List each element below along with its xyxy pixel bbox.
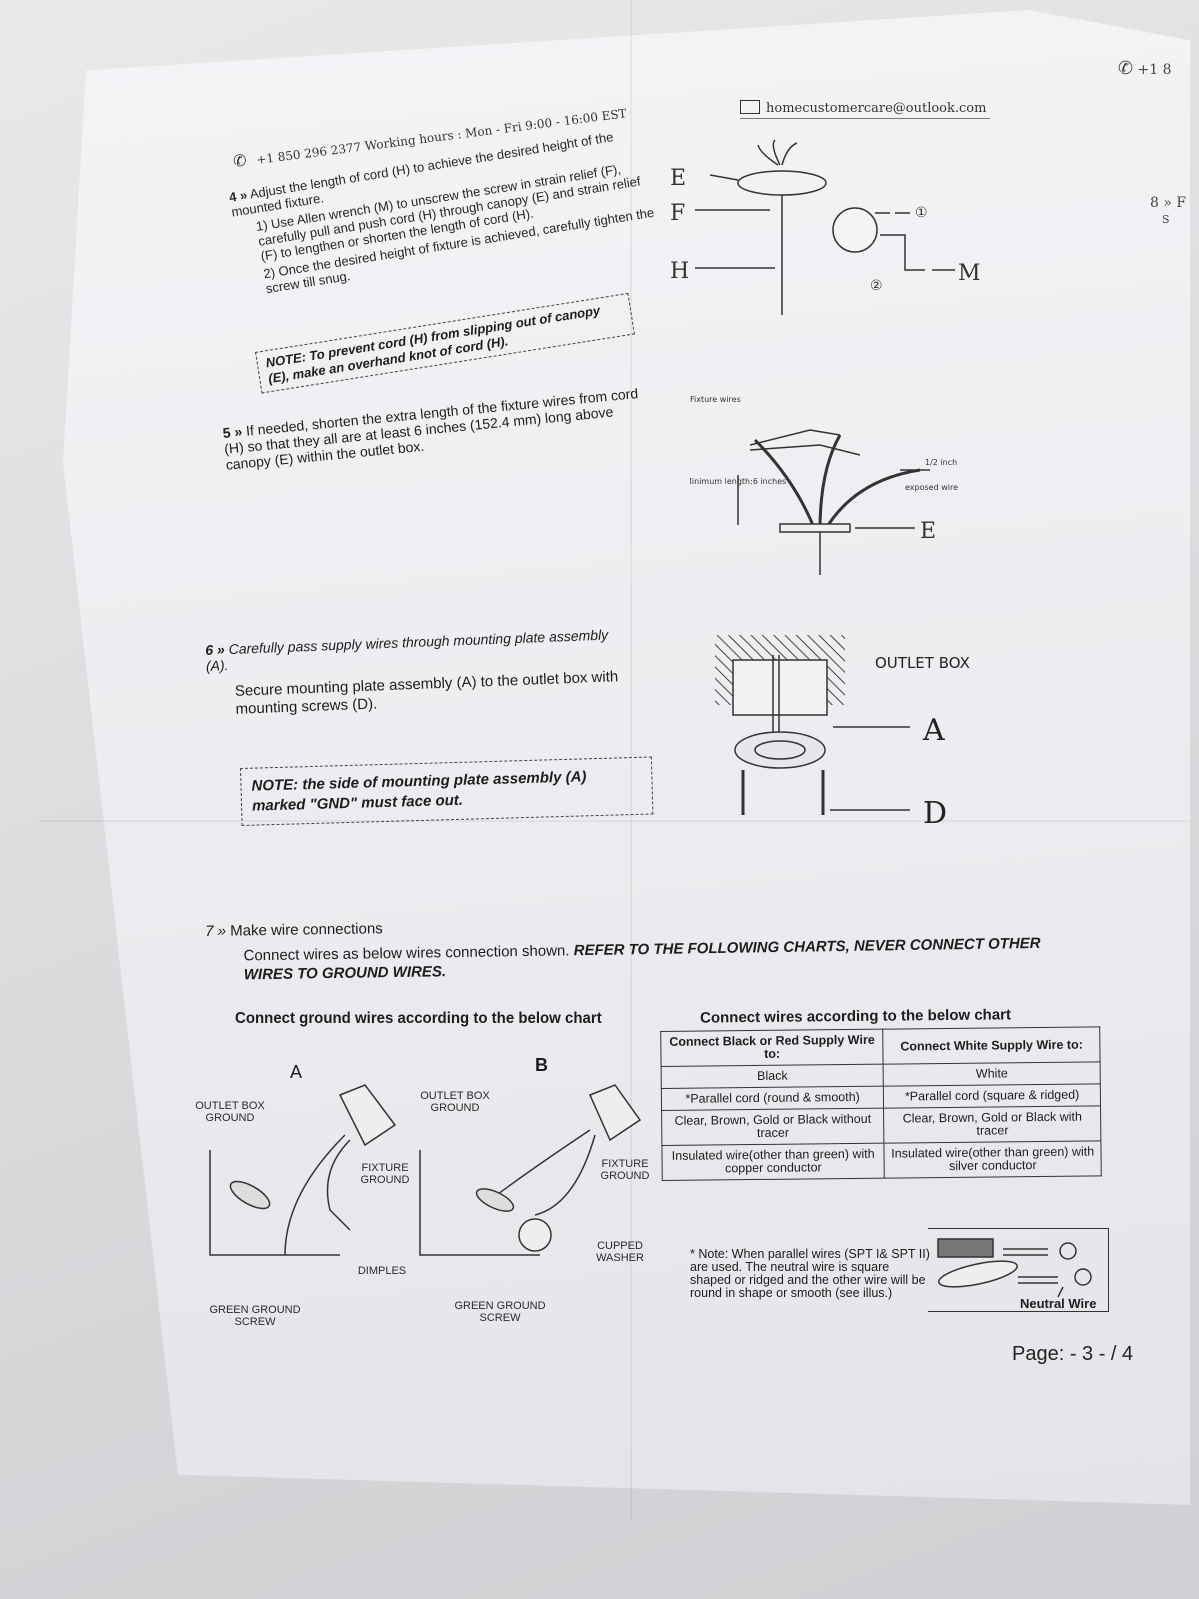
header-white: Connect White Supply Wire to: — [883, 1026, 1101, 1065]
label-outlet-box: OUTLET BOX — [875, 654, 970, 672]
wire-table: Connect Black or Red Supply Wire to: Con… — [660, 1026, 1102, 1181]
support-email: homecustomercare@outlook.com — [740, 100, 990, 119]
label-exposed-wire: exposed wire — [905, 483, 958, 492]
wire-chart-title: Connect wires according to the below cha… — [699, 1006, 1012, 1027]
leader-e — [709, 174, 739, 181]
mounting-plate-shape — [734, 731, 826, 769]
cell-white: Clear, Brown, Gold or Black with tracer — [883, 1105, 1101, 1144]
a-fixture-ground: FIXTURE GROUND — [360, 1162, 410, 1186]
wire-leads — [1003, 1248, 1058, 1284]
a-dimples: DIMPLES — [357, 1265, 407, 1277]
cell-black: Black — [661, 1064, 884, 1089]
label-e: E — [670, 166, 686, 191]
a-outlet-ground: OUTLET BOX GROUND — [195, 1100, 265, 1124]
edge-step: 8 » F — [1150, 195, 1187, 211]
wire-strands — [757, 139, 798, 166]
mounting-plate-hole — [754, 740, 806, 760]
table-row: Clear, Brown, Gold or Black without trac… — [661, 1105, 1101, 1146]
step-7-number: 7 » — [205, 922, 227, 940]
table-header-row: Connect Black or Red Supply Wire to: Con… — [660, 1026, 1101, 1067]
wire-stripper-tool — [749, 429, 861, 456]
paper-fold-horizontal — [40, 820, 1190, 822]
a-ground-wires — [284, 1134, 351, 1256]
step-5-number: 5 » — [222, 423, 243, 441]
b-cupped-washer: CUPPED WASHER — [596, 1240, 644, 1264]
cell-black: *Parallel cord (round & smooth) — [661, 1086, 884, 1111]
parallel-wire-note: * Note: When parallel wires (SPT I& SPT … — [690, 1247, 930, 1300]
label-e2: E — [920, 519, 936, 544]
fixture-wires-shape — [753, 434, 921, 531]
email-text: homecustomercare@outlook.com — [766, 101, 987, 116]
b-ground-screw — [475, 1188, 515, 1212]
parallel-wire-drawing — [937, 1238, 1092, 1298]
phone-icon: ✆ — [232, 150, 248, 171]
allen-wrench — [880, 234, 925, 271]
envelope-icon — [740, 100, 760, 114]
cell-black: Clear, Brown, Gold or Black without trac… — [661, 1108, 885, 1146]
canopy-edge — [779, 523, 851, 533]
wire-end-2 — [1074, 1268, 1092, 1286]
step-6-note: NOTE: the side of mounting plate assembl… — [240, 756, 654, 826]
ground-label-a: A — [290, 1062, 303, 1082]
cell-white: *Parallel cord (square & ridged) — [883, 1083, 1101, 1109]
step-7-sub-normal: Connect wires as below wires connection … — [243, 942, 574, 965]
wire-connection-chart: Connect wires according to the below cha… — [660, 1005, 1112, 1181]
page-number: Page: - 3 - / 4 — [1012, 1343, 1134, 1365]
label-f: F — [670, 201, 685, 226]
label-min-length: Minimum length:6 inches — [690, 477, 786, 486]
canopy-shape — [737, 170, 827, 196]
cell-black: Insulated wire(other than green) with co… — [661, 1143, 885, 1181]
b-cupped-washer-shape — [518, 1218, 552, 1252]
edge-phone-text: +1 8 — [1137, 62, 1172, 78]
label-half-inch: 1/2 inch — [925, 458, 957, 467]
b-green-screw: GREEN GROUND SCREW — [454, 1300, 546, 1324]
table-row: Insulated wire(other than green) with co… — [661, 1140, 1102, 1181]
edge-phone: ✆ +1 8 — [1118, 58, 1172, 79]
a-wire-nut — [338, 1084, 397, 1147]
label-d: D — [923, 796, 947, 831]
ground-chart-title: Connect ground wires according to the be… — [235, 1009, 602, 1028]
ground-drawings — [209, 1084, 642, 1256]
step-6: 6 » Carefully pass supply wires through … — [205, 626, 628, 720]
wire-end-1 — [1059, 1242, 1077, 1260]
neutral-wire-label: Neutral Wire — [1020, 1296, 1097, 1311]
a-ground-screw — [229, 1180, 271, 1210]
step-7-text: Make wire connections — [230, 920, 383, 940]
step-6-number: 6 » — [205, 641, 226, 658]
mounting-plate-diagram: OUTLET BOX A D — [715, 635, 970, 831]
ridged-wire — [937, 1238, 994, 1258]
ground-wire-chart: Connect ground wires according to the be… — [190, 1010, 660, 1350]
b-wire-nut — [588, 1084, 642, 1142]
b-fixture-ground: FIXTURE GROUND — [600, 1158, 650, 1182]
label-step-1: ① — [915, 205, 928, 221]
phone-icon: ✆ — [1118, 58, 1134, 79]
a-green-screw: GREEN GROUND SCREW — [209, 1304, 301, 1328]
wire-strip-diagram: Fixture wires Minimum length:6 inches 1/… — [690, 395, 958, 575]
a-box-wall — [209, 1150, 340, 1256]
outlet-box-shape — [732, 659, 828, 716]
label-a: A — [922, 713, 945, 748]
label-h: H — [670, 259, 689, 284]
neutral-pointer — [1057, 1286, 1064, 1298]
paper-fold-vertical — [630, 0, 632, 1520]
strain-relief-detail — [832, 207, 878, 253]
label-step-2: ② — [870, 278, 883, 294]
cell-white: White — [883, 1061, 1101, 1087]
neutral-wire-illustration — [928, 1228, 1109, 1312]
b-outlet-ground: OUTLET BOX GROUND — [420, 1090, 490, 1114]
round-wire — [938, 1260, 1018, 1288]
cord-adjust-diagram: E F H M ① ② — [670, 139, 981, 315]
cell-white: Insulated wire(other than green) with si… — [884, 1140, 1102, 1179]
header-black-red: Connect Black or Red Supply Wire to: — [660, 1029, 884, 1067]
edge-step-sub: S — [1162, 213, 1170, 226]
ground-label-b: B — [535, 1055, 548, 1075]
label-m: M — [958, 261, 981, 286]
label-fixture-wires: Fixture wires — [690, 395, 741, 404]
b-box-wall — [419, 1150, 540, 1256]
